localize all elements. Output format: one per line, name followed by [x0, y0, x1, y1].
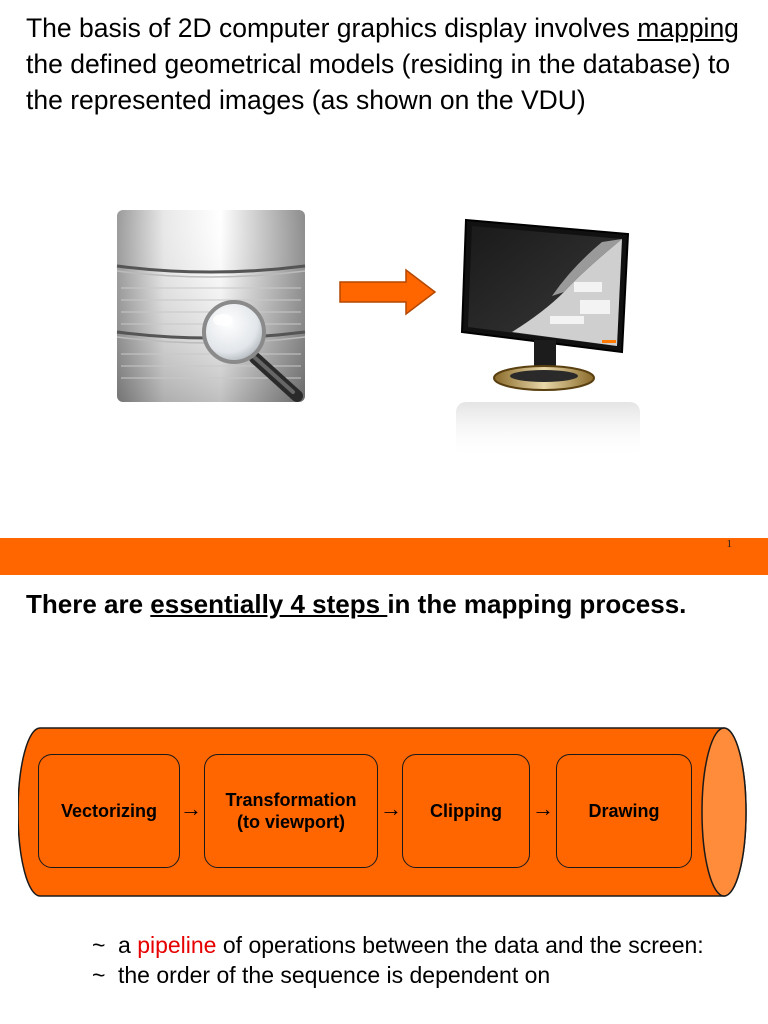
intro-paragraph: The basis of 2D computer graphics displa…	[26, 10, 756, 118]
monitor-icon	[456, 218, 640, 460]
intro-mapping-word: mapping	[637, 13, 739, 43]
heading-part1: There are	[26, 589, 151, 619]
slide-number: 1	[726, 538, 733, 550]
pipeline-diagram: Vectorizing → Transformation(to viewport…	[18, 726, 748, 898]
bullet-item: ~ the order of the sequence is dependent…	[92, 960, 742, 990]
bullet-tilde: ~	[92, 962, 106, 988]
step-label: Drawing	[588, 801, 660, 821]
bullet-prefix: a	[118, 932, 138, 958]
bullet-item: ~ a pipeline of operations between the d…	[92, 930, 742, 960]
right-arrow-icon	[339, 268, 437, 316]
pipeline-step-transformation: Transformation(to viewport)	[204, 754, 378, 868]
bullet-prefix: the order of the sequence is dependent o…	[118, 962, 551, 988]
bullet-tilde: ~	[92, 932, 106, 958]
step-label: Transformation(to viewport)	[225, 789, 356, 833]
section-heading: There are essentially 4 steps in the map…	[26, 586, 746, 623]
step-label: Clipping	[430, 801, 502, 821]
intro-text-end: the defined geometrical models (residing…	[26, 49, 731, 115]
separator-band	[0, 538, 768, 575]
bullet-list: ~ a pipeline of operations between the d…	[92, 930, 742, 990]
step-label-line2: (to viewport)	[237, 812, 345, 832]
bullet-highlight: pipeline	[137, 932, 217, 958]
pipeline-step-vectorizing: Vectorizing	[38, 754, 180, 868]
database-search-icon	[116, 210, 306, 402]
bullet-rest: of operations between the data and the s…	[216, 932, 704, 958]
pipeline-step-drawing: Drawing	[556, 754, 692, 868]
arrow-icon: →	[180, 796, 202, 821]
step-label: Vectorizing	[60, 801, 158, 821]
arrow-icon: →	[532, 796, 554, 821]
intro-text-start: The basis of 2D computer graphics displa…	[26, 13, 638, 43]
heading-underlined: essentially 4 steps	[150, 589, 388, 619]
arrow-icon: →	[380, 796, 402, 821]
step-label-line1: Transformation	[225, 790, 357, 810]
heading-part2: in the mapping process.	[387, 589, 687, 619]
pipeline-step-clipping: Clipping	[402, 754, 530, 868]
